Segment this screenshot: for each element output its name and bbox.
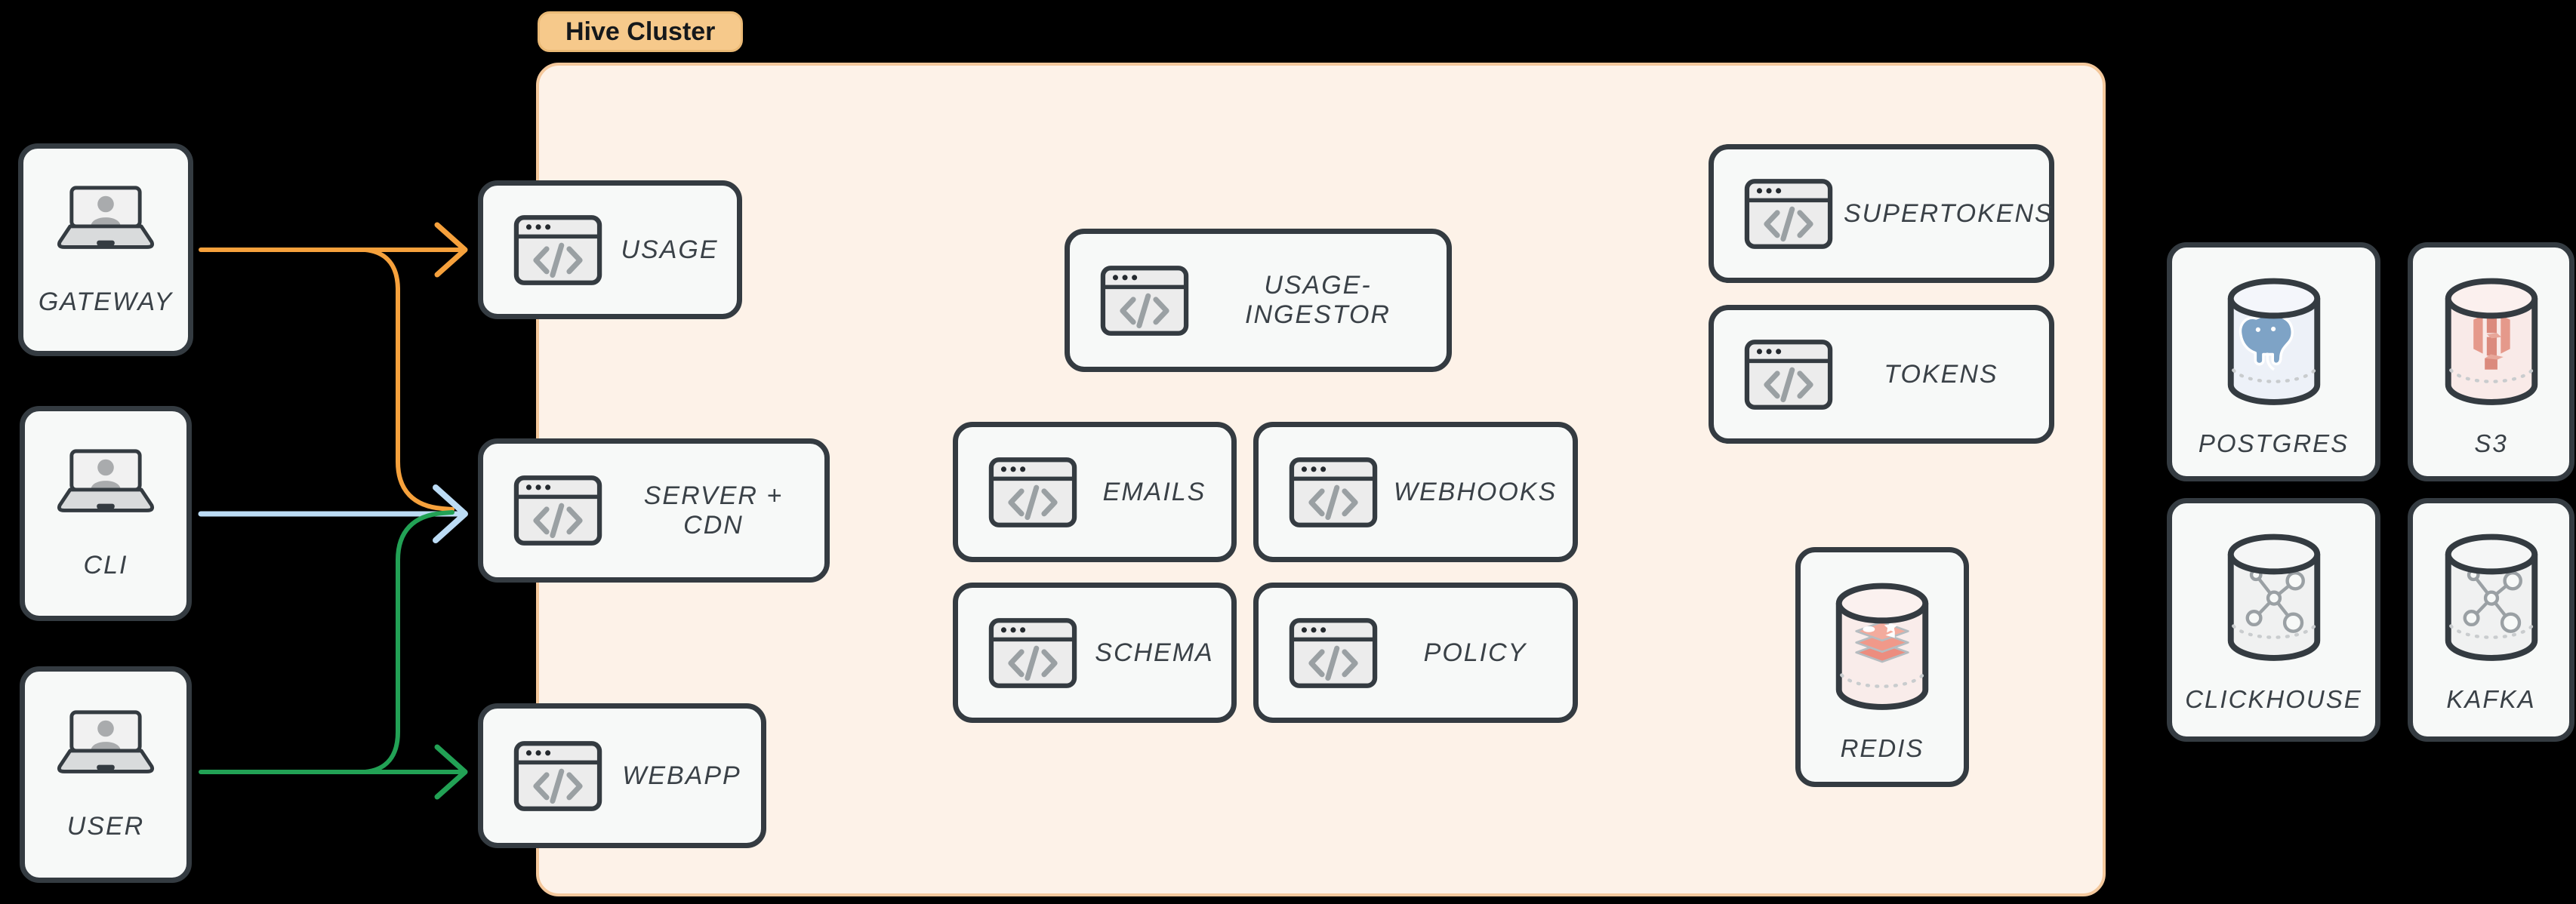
service-label: WEBHOOKS xyxy=(1393,477,1558,506)
datastore-node-redis: REDIS xyxy=(1795,547,1969,787)
service-node-supertokens: SUPERTOKENS xyxy=(1709,144,2054,283)
code-window-icon xyxy=(988,457,1077,528)
service-node-usage: USAGE xyxy=(478,180,742,319)
service-node-usage-ingestor: USAGE-INGESTOR xyxy=(1065,229,1452,372)
laptop-user-icon xyxy=(46,708,165,789)
datastore-label: POSTGRES xyxy=(2198,429,2350,457)
arrowhead-cli-servercdn xyxy=(433,484,468,543)
service-node-webhooks: WEBHOOKS xyxy=(1253,422,1578,562)
code-window-icon xyxy=(988,617,1077,689)
service-label: USAGE xyxy=(621,235,719,264)
service-node-policy: POLICY xyxy=(1253,583,1578,723)
code-window-icon xyxy=(513,475,602,546)
code-window-icon xyxy=(1100,265,1189,337)
client-label: GATEWAY xyxy=(38,287,174,316)
code-window-icon xyxy=(1744,178,1833,250)
postgres-database-icon xyxy=(2217,273,2331,413)
laptop-user-icon xyxy=(46,183,165,265)
client-node-cli: CLI xyxy=(20,406,192,621)
s3-database-icon xyxy=(2435,273,2548,413)
kafka-database-icon xyxy=(2435,529,2548,669)
datastore-label: S3 xyxy=(2474,429,2508,457)
code-window-icon xyxy=(1289,617,1378,689)
service-label: POLICY xyxy=(1423,638,1527,667)
code-window-icon xyxy=(1744,339,1833,410)
datastore-label: KAFKA xyxy=(2446,685,2536,713)
client-node-user: USER xyxy=(20,666,192,883)
service-label: EMAILS xyxy=(1102,477,1206,506)
clickhouse-database-icon xyxy=(2217,529,2331,669)
datastore-label: CLICKHOUSE xyxy=(2185,685,2362,713)
client-node-gateway: GATEWAY xyxy=(18,143,193,356)
service-label: USAGE-INGESTOR xyxy=(1245,271,1391,329)
edge-user-servercdn xyxy=(363,510,454,774)
datastore-node-clickhouse: CLICKHOUSE xyxy=(2167,498,2380,742)
service-label: TOKENS xyxy=(1884,359,1998,389)
service-node-webapp: WEBAPP xyxy=(478,703,766,848)
datastore-node-postgres: POSTGRES xyxy=(2167,242,2380,481)
client-label: USER xyxy=(66,812,145,841)
service-label: SERVER + CDN xyxy=(643,481,784,540)
arrowhead-gateway-usage xyxy=(434,222,468,278)
service-node-emails: EMAILS xyxy=(953,422,1237,562)
datastore-node-s3: S3 xyxy=(2408,242,2574,481)
code-window-icon xyxy=(1289,457,1378,528)
datastore-label: REDIS xyxy=(1840,734,1924,762)
datastore-node-kafka: KAFKA xyxy=(2408,498,2574,742)
service-label: SCHEMA xyxy=(1095,638,1214,667)
edge-gateway-servercdn xyxy=(363,248,454,512)
client-label: CLI xyxy=(83,551,128,580)
service-label: SUPERTOKENS xyxy=(1844,198,2054,228)
hive-cluster-label: Hive Cluster xyxy=(538,11,744,52)
service-node-schema: SCHEMA xyxy=(953,583,1237,723)
code-window-icon xyxy=(513,740,602,812)
service-node-server-cdn: SERVER + CDN xyxy=(478,438,830,583)
laptop-user-icon xyxy=(46,447,165,528)
redis-database-icon xyxy=(1826,578,1939,718)
arrowhead-user-webapp xyxy=(434,744,468,800)
code-window-icon xyxy=(513,214,602,286)
service-node-tokens: TOKENS xyxy=(1709,305,2054,444)
service-label: WEBAPP xyxy=(622,761,741,790)
